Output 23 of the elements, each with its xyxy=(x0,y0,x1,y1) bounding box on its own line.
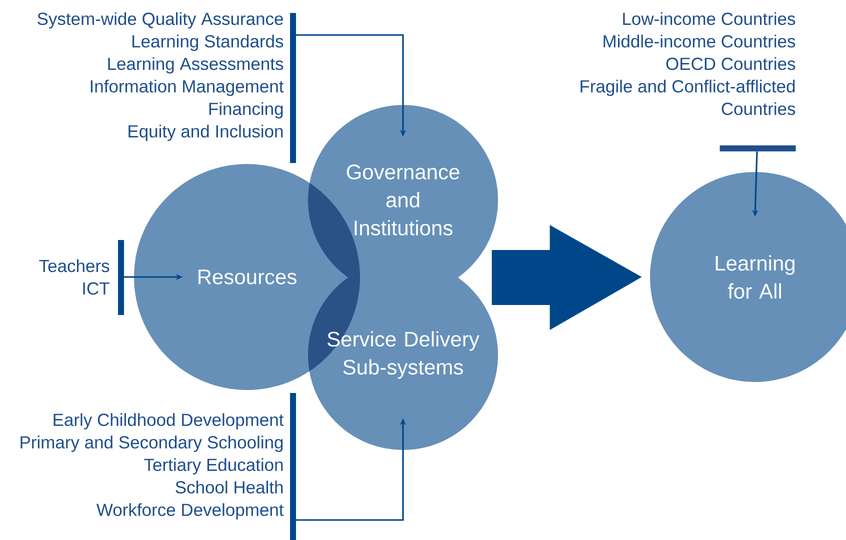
node-label: Middle-income Countries xyxy=(604,34,796,48)
node-label: Information Management xyxy=(90,80,284,96)
text-list: Teachers ICT xyxy=(39,240,124,315)
node-label: ICT xyxy=(83,282,110,295)
text-list: System-wide Quality Assurance Learning Standards Learning Assessments Information Management Financing Equity and Inclusion xyxy=(38,12,296,163)
node-label: Financing xyxy=(209,102,283,119)
node-label: System-wide Quality Assurance xyxy=(38,12,283,29)
node-label: Teachers xyxy=(39,259,110,272)
text-list: Low-income Countries Middle-income Countries OECD Countries Fragile and Conflict-afflicted Countries xyxy=(580,12,796,152)
node-label: Resources xyxy=(198,270,296,284)
text-list: Early Childhood Development Primary and Secondary Schooling Tertiary Education School Health Workforce Development xyxy=(20,393,296,540)
node-label: Primary and Secondary Schooling xyxy=(20,436,283,452)
node-label: Early Childhood Development xyxy=(54,413,284,430)
node-label: Learning Assessments xyxy=(108,57,284,74)
node-label: Low-income Countries xyxy=(623,12,796,26)
block-arrow xyxy=(492,225,642,330)
node-label: Tertiary Education xyxy=(144,458,283,475)
node-label: OECD Countries xyxy=(666,57,796,70)
node-label: Learning Standards xyxy=(132,34,284,52)
node-label: Equity and Inclusion xyxy=(128,124,283,142)
node-label: Fragile and Conflict-afflicted Countries xyxy=(580,80,796,116)
node-label: School Health xyxy=(176,480,283,494)
node-label: Workforce Development xyxy=(96,503,284,520)
